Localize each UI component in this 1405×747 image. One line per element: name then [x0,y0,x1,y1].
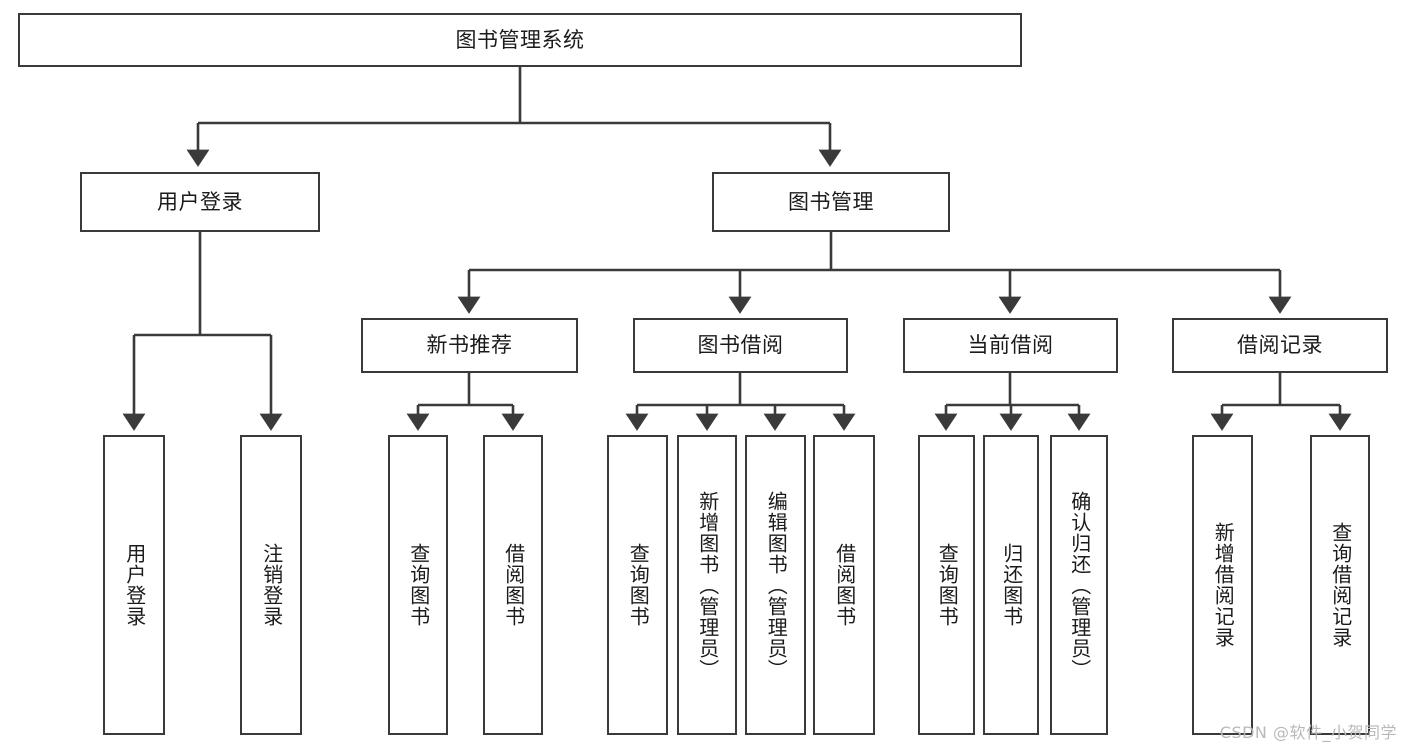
node-label: 查询图书 [406,543,431,627]
node-label: 借阅图书 [501,543,526,627]
node-label: 新增图书（管理员） [695,490,720,680]
level3-node-0[interactable]: 新书推荐 [361,318,578,373]
level3-node-3[interactable]: 借阅记录 [1172,318,1388,373]
node-label: 注销登录 [259,543,284,627]
node-label: 编辑图书（管理员） [764,490,789,680]
leaf-node-4[interactable]: 查询图书 [607,435,668,735]
level3-node-1[interactable]: 图书借阅 [633,318,848,373]
node-label: 确认归还（管理员） [1067,490,1092,680]
leaf-node-9[interactable]: 归还图书 [983,435,1039,735]
level2-node-0[interactable]: 用户登录 [80,172,320,232]
leaf-node-1[interactable]: 注销登录 [240,435,302,735]
node-label: 当前借阅 [967,333,1054,358]
leaf-node-11[interactable]: 新增借阅记录 [1192,435,1253,735]
node-label: 图书借阅 [697,333,784,358]
leaf-node-0[interactable]: 用户登录 [103,435,165,735]
node-label: 用户登录 [122,543,147,627]
watermark-label: CSDN @软件_小贺同学 [1219,723,1397,742]
node-label: 新书推荐 [426,333,513,358]
node-label: 图书管理系统 [455,27,585,52]
leaf-node-5[interactable]: 新增图书（管理员） [677,435,737,735]
node-label: 查询借阅记录 [1328,522,1353,648]
leaf-node-3[interactable]: 借阅图书 [483,435,543,735]
node-label: 用户登录 [157,189,243,214]
node-label: 归还图书 [999,543,1024,627]
leaf-node-2[interactable]: 查询图书 [388,435,448,735]
node-label: 借阅图书 [832,543,857,627]
node-label: 借阅记录 [1237,333,1323,358]
leaf-node-6[interactable]: 编辑图书（管理员） [745,435,806,735]
level2-node-1[interactable]: 图书管理 [712,172,950,232]
level3-node-2[interactable]: 当前借阅 [903,318,1118,373]
root-node[interactable]: 图书管理系统 [18,13,1022,67]
node-label: 查询图书 [935,543,960,627]
leaf-node-7[interactable]: 借阅图书 [813,435,875,735]
node-label: 图书管理 [788,189,874,214]
leaf-node-12[interactable]: 查询借阅记录 [1310,435,1370,735]
node-label: 查询图书 [626,543,651,627]
leaf-node-8[interactable]: 查询图书 [918,435,975,735]
leaf-node-10[interactable]: 确认归还（管理员） [1050,435,1108,735]
node-label: 新增借阅记录 [1211,522,1236,648]
